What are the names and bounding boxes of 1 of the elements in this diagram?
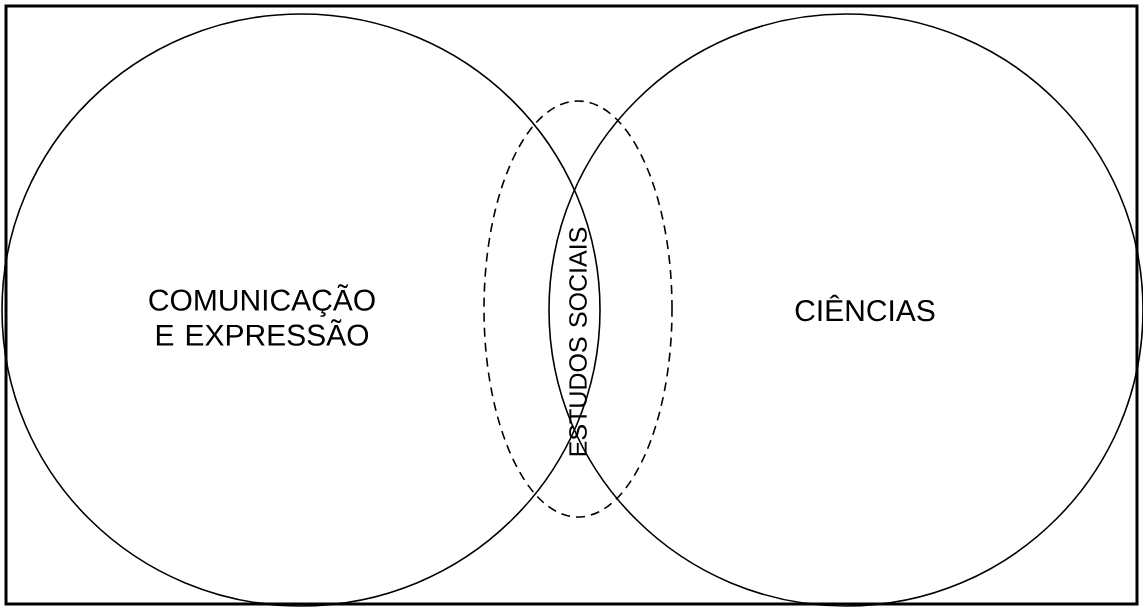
overlap-lens: ESTUDOS SOCIAIS xyxy=(483,100,673,518)
